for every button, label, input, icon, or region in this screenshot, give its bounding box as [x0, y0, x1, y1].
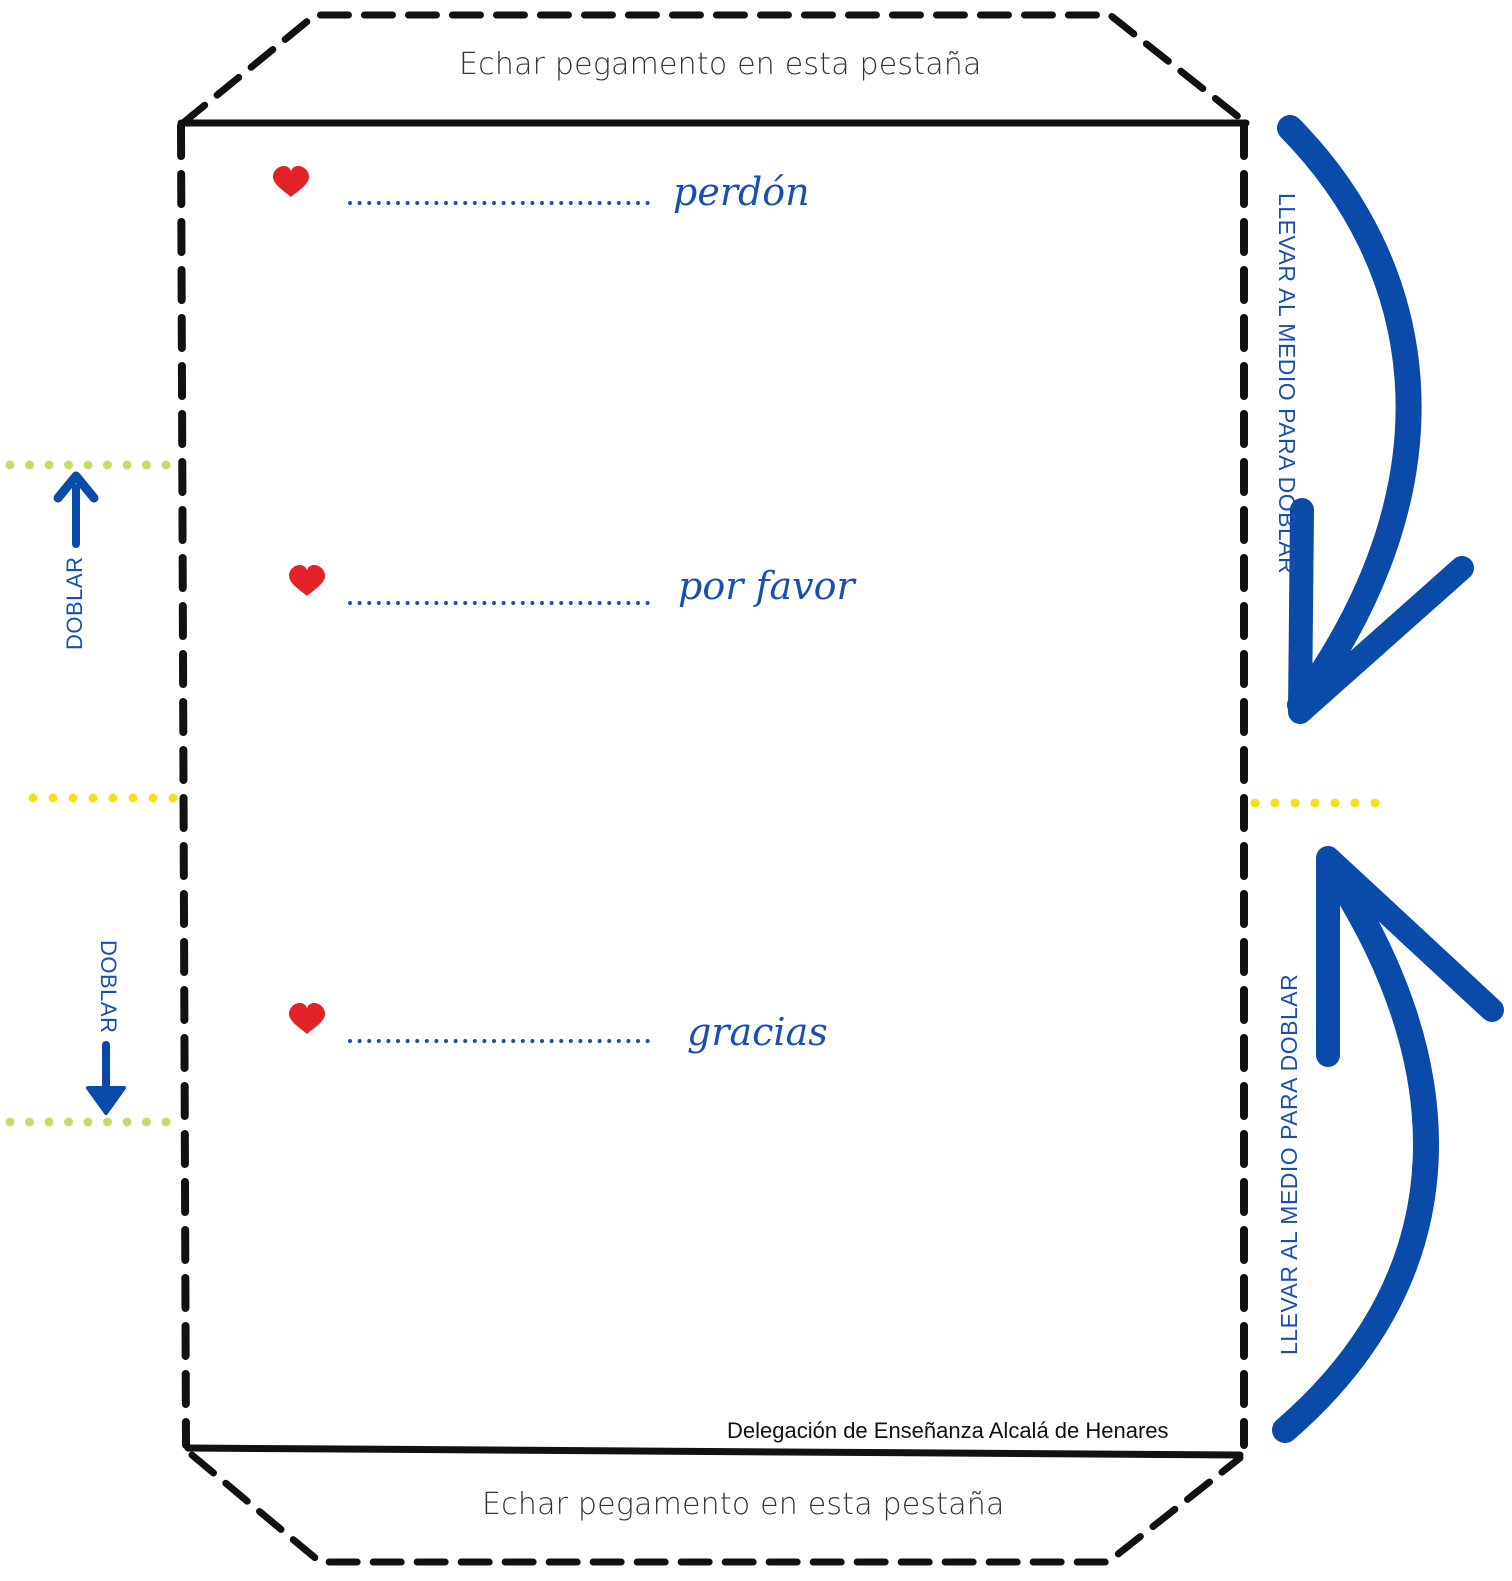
top-glue-tab-outline — [179, 11, 1249, 127]
fold-instruction-label: DOBLAR — [62, 556, 87, 650]
top-glue-tab-label: Echar pegamento en esta pestaña — [459, 47, 982, 82]
heart-icon — [273, 166, 309, 197]
heart-icon — [289, 565, 325, 596]
straight-arrow-icon — [53, 471, 99, 548]
left-dashed-edge — [177, 122, 190, 1449]
curved-arrow-icon — [1277, 115, 1474, 724]
bottom-glue-tab-label: Echar pegamento en esta pestaña — [482, 1487, 1005, 1522]
bottom-fold-line — [184, 1444, 1244, 1459]
heart-icon — [289, 1003, 325, 1034]
fold-instruction-label: LLEVAR AL MEDIO PARA DOBLAR — [1276, 973, 1302, 1355]
word-label: gracias — [687, 1010, 828, 1054]
word-label: perdón — [673, 170, 810, 214]
fold-instruction-label: LLEVAR AL MEDIO PARA DOBLAR — [1274, 193, 1300, 575]
fold-instruction-label: DOBLAR — [96, 940, 121, 1034]
credit-text: Delegación de Enseñanza Alcalá de Henare… — [727, 1418, 1169, 1443]
bottom-glue-tab-outline — [188, 1451, 1244, 1566]
curved-arrow-icon — [1272, 846, 1504, 1443]
straight-arrow-icon — [86, 1041, 126, 1115]
word-label: por favor — [678, 564, 855, 608]
